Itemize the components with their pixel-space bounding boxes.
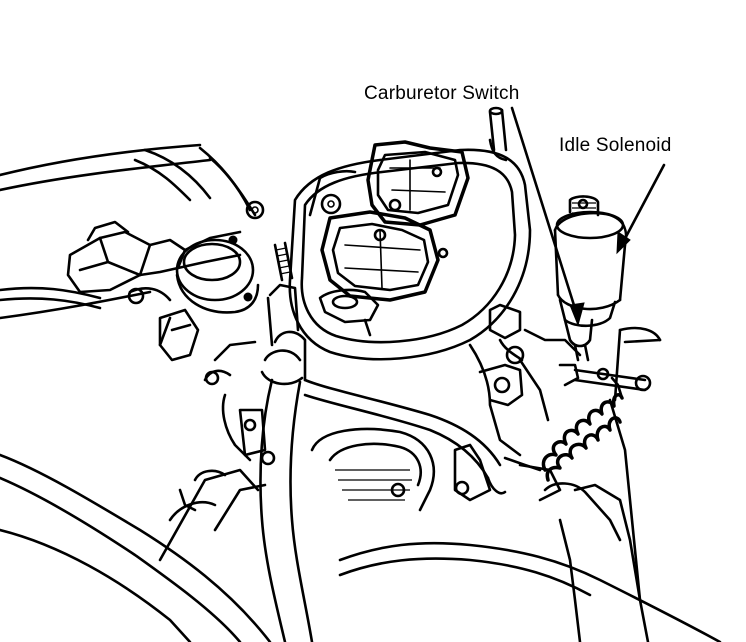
air-cleaner-housing — [0, 326, 722, 642]
vacuum-hose — [259, 283, 507, 642]
wire-harness — [0, 143, 257, 320]
idle-solenoid-label: Idle Solenoid — [559, 135, 672, 156]
idle-solenoid — [553, 195, 628, 328]
choke-plates — [320, 140, 470, 302]
electrical-connector — [66, 200, 265, 294]
carburetor-switch-label: Carburetor Switch — [364, 83, 520, 104]
fuel-inlet-bracket — [318, 288, 380, 337]
carburetor-switch-leader — [510, 106, 585, 327]
vent-tubes — [273, 106, 508, 282]
throttle-position-sensor — [127, 235, 260, 362]
throttle-linkage — [468, 303, 652, 457]
idle-solenoid-leader — [616, 163, 666, 255]
throttle-body — [203, 340, 562, 512]
